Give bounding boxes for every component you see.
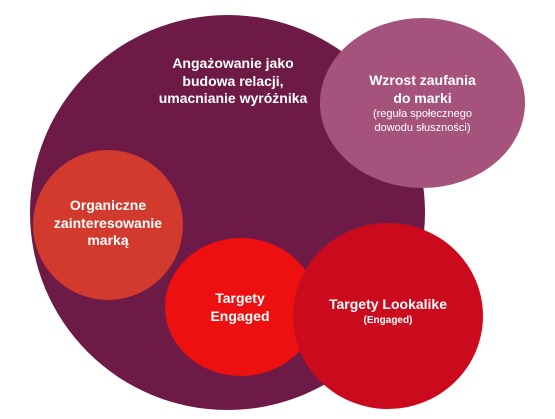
- lookalike-targets-circle: [293, 223, 483, 409]
- organic-interest-label: Organiczne zainteresowanie marką: [38, 197, 178, 250]
- engaged-label-line-1: Targety: [215, 290, 265, 306]
- engagement-label-line-1: Angażowanie jako: [172, 55, 294, 71]
- lookalike-sublabel-line-1: (Engaged): [363, 314, 413, 326]
- engaged-label-line-2: Engaged: [210, 307, 270, 324]
- trust-sublabel-line-1: (reguła społecznego: [372, 108, 473, 120]
- trust-label-line-1: Wzrost zaufania: [369, 72, 476, 88]
- organic-label-line-2: zainteresowanie: [53, 214, 163, 231]
- engagement-label-line-2: budowa relacji,: [182, 72, 284, 89]
- trust-sublabel-line-2: dowodu słuszności): [374, 122, 471, 135]
- trust-circle: [320, 18, 525, 188]
- engagement-label-line-3: umacnianie wyróżnika: [158, 90, 308, 106]
- trust-label: Wzrost zaufania do marki (reguła społecz…: [340, 72, 505, 136]
- trust-label-line-2: do marki: [393, 89, 452, 106]
- engaged-targets-label: Targety Engaged: [180, 290, 300, 325]
- engagement-label: Angażowanie jako budowa relacji, umacnia…: [128, 55, 338, 108]
- organic-label-line-3: marką: [87, 232, 129, 248]
- lookalike-label-line-1: Targety Lookalike: [328, 296, 447, 312]
- engaged-targets-circle: [165, 238, 317, 376]
- organic-interest-circle: [33, 150, 183, 300]
- lookalike-targets-label: Targety Lookalike (Engaged): [313, 296, 463, 327]
- organic-label-line-1: Organiczne: [69, 197, 147, 213]
